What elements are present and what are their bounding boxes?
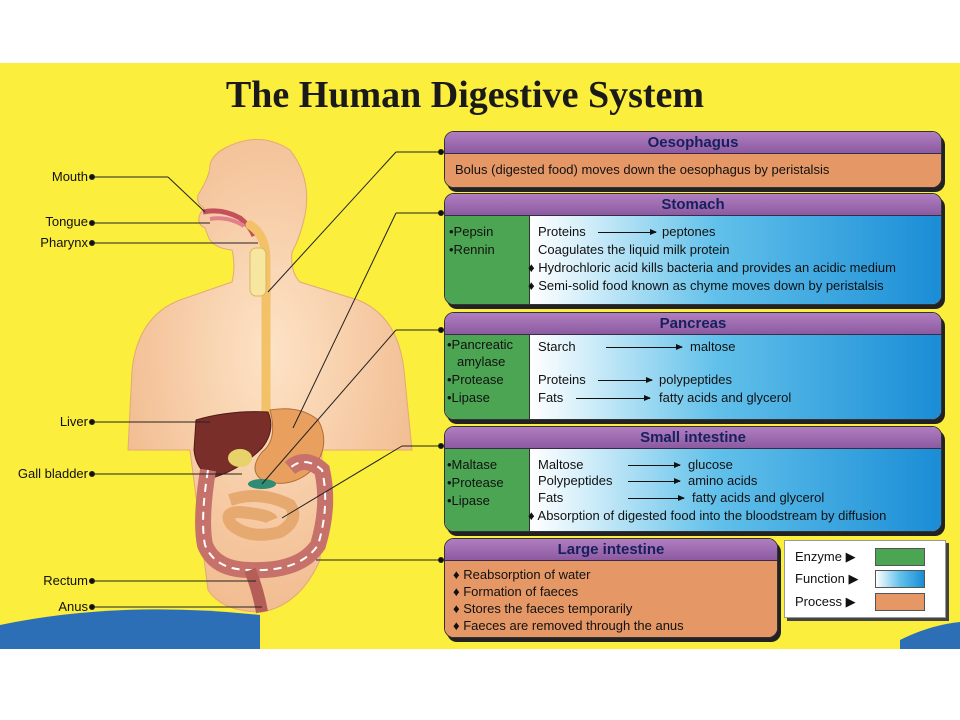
label-liver: Liver: [59, 414, 88, 429]
small-intestine-functions: Maltose glucose Polypeptides amino acids…: [528, 449, 941, 531]
li-reabsorption: ♦ Reabsorption of water: [453, 567, 591, 582]
si-polypeptides: Polypeptides: [538, 473, 613, 488]
pancreas-title: Pancreas: [445, 313, 941, 335]
legend-enzyme-swatch: [875, 548, 925, 566]
oesophagus-process: Bolus (digested food) moves down the oes…: [445, 154, 941, 187]
legend-function-swatch: [875, 570, 925, 588]
legend-process-swatch: [875, 593, 925, 611]
oesophagus-title: Oesophagus: [445, 132, 941, 154]
pancreas-fats: Fats: [538, 390, 564, 405]
pancreas-enzymes: •Pancreatic amylase •Protease •Lipase: [445, 335, 530, 419]
small-intestine-panel: Small intestine •Maltase •Protease •Lipa…: [444, 426, 942, 532]
enzyme-rennin: •Rennin: [449, 242, 495, 257]
pancreas-fatty-acids: fatty acids and glycerol: [659, 390, 792, 405]
pancreas-functions: Starch maltose Proteins polypeptides Fat…: [530, 335, 941, 419]
oesophagus-panel: Oesophagus Bolus (digested food) moves d…: [444, 131, 942, 188]
stomach-chyme: ♦ Semi-solid food known as chyme moves d…: [528, 278, 884, 293]
legend: Enzyme ▶ Function ▶ Process ▶: [784, 540, 946, 618]
enzyme-maltase: •Maltase: [447, 457, 498, 472]
enzyme-protease: •Protease: [447, 475, 504, 490]
li-removed: ♦ Faeces are removed through the anus: [453, 618, 684, 633]
enzyme-pancreatic: •Pancreatic: [447, 337, 513, 352]
li-formation: ♦ Formation of faeces: [453, 584, 579, 599]
legend-function: Function ▶: [795, 571, 859, 586]
pancreas-proteins: Proteins: [538, 372, 586, 387]
arrow: [576, 395, 651, 401]
stomach-hcl: ♦ Hydrochloric acid kills bacteria and p…: [528, 260, 896, 275]
si-maltose: Maltose: [538, 457, 584, 472]
stomach-enzymes: •Pepsin •Rennin: [445, 216, 530, 304]
stomach-panel: Stomach •Pepsin •Rennin Proteins peptone…: [444, 193, 942, 305]
arrow: [598, 229, 657, 235]
si-fats: Fats: [538, 490, 564, 505]
stomach-title: Stomach: [445, 194, 941, 216]
arrow: [628, 478, 681, 484]
stomach-peptones: peptones: [662, 224, 716, 239]
legend-enzyme: Enzyme ▶: [795, 549, 856, 564]
enzyme-lipase: •Lipase: [447, 493, 490, 508]
page-title: The Human Digestive System: [225, 74, 705, 116]
large-intestine-title: Large intestine: [445, 539, 777, 561]
enzyme-amylase: amylase: [457, 354, 506, 369]
label-pharynx: Pharynx: [40, 235, 88, 250]
pancreas-panel: Pancreas •Pancreatic amylase •Protease •…: [444, 312, 942, 420]
label-gall-bladder: Gall bladder: [17, 466, 88, 481]
pancreas-starch: Starch: [538, 339, 576, 354]
large-intestine-panel: Large intestine ♦ Reabsorption of water …: [444, 538, 778, 638]
label-mouth: Mouth: [51, 169, 88, 184]
large-intestine-process: ♦ Reabsorption of water ♦ Formation of f…: [445, 561, 777, 637]
si-absorption: ♦ Absorption of digested food into the b…: [528, 508, 887, 523]
label-tongue: Tongue: [45, 214, 88, 229]
stomach-proteins: Proteins: [538, 224, 586, 239]
arrow: [598, 377, 653, 383]
li-stores: ♦ Stores the faeces temporarily: [453, 601, 633, 616]
enzyme-pepsin: •Pepsin: [449, 224, 494, 239]
label-anus: Anus: [58, 599, 88, 614]
enzyme-protease: •Protease: [447, 372, 504, 387]
oesophagus-process-text: Bolus (digested food) moves down the oes…: [455, 162, 830, 177]
si-fatty-acids: fatty acids and glycerol: [692, 490, 825, 505]
si-amino-acids: amino acids: [688, 473, 758, 488]
legend-process: Process ▶: [795, 594, 856, 609]
arrow: [628, 462, 681, 468]
pancreas-polypeptides: polypeptides: [659, 372, 732, 387]
small-intestine-title: Small intestine: [445, 427, 941, 449]
small-intestine-enzymes: •Maltase •Protease •Lipase: [445, 449, 530, 531]
stomach-functions: Proteins peptones Coagulates the liquid …: [528, 216, 941, 304]
enzyme-lipase: •Lipase: [447, 390, 490, 405]
pancreas-maltose: maltose: [690, 339, 736, 354]
si-glucose: glucose: [688, 457, 733, 472]
stomach-coagulates: Coagulates the liquid milk protein: [538, 242, 730, 257]
arrow: [628, 495, 685, 501]
arrow: [606, 344, 683, 350]
label-rectum: Rectum: [43, 573, 88, 588]
